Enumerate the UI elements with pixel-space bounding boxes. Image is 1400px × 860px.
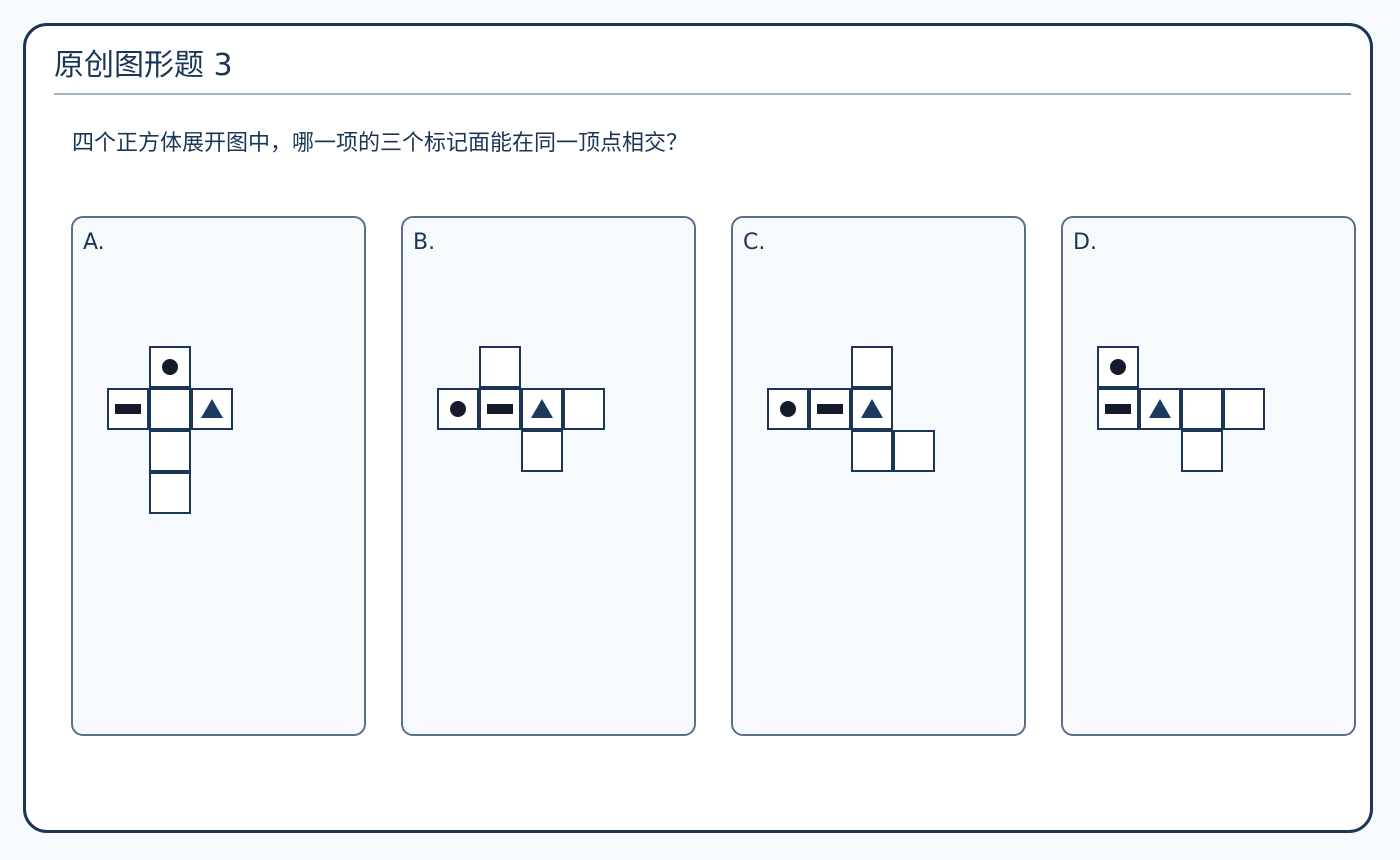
cube-face xyxy=(479,346,521,388)
cube-face xyxy=(479,388,521,430)
question-text: 四个正方体展开图中，哪一项的三个标记面能在同一顶点相交？ xyxy=(72,131,689,156)
cube-face xyxy=(1181,388,1223,430)
triangle-icon xyxy=(201,399,223,418)
option-label: D. xyxy=(1073,230,1097,255)
triangle-icon xyxy=(861,399,883,418)
option-d[interactable]: D. xyxy=(1061,216,1356,736)
page-title: 原创图形题 3 xyxy=(54,48,233,83)
bar-icon xyxy=(115,404,141,414)
cube-face xyxy=(1223,388,1265,430)
option-label: B. xyxy=(413,230,436,255)
cube-face xyxy=(437,388,479,430)
cube-face xyxy=(851,346,893,388)
cube-face xyxy=(107,388,149,430)
dot-icon xyxy=(780,401,796,417)
cube-face xyxy=(1181,430,1223,472)
cube-face xyxy=(1139,388,1181,430)
cube-face xyxy=(521,388,563,430)
cube-face xyxy=(1097,388,1139,430)
cube-face xyxy=(149,388,191,430)
title-divider xyxy=(54,93,1351,95)
cube-face xyxy=(521,430,563,472)
triangle-icon xyxy=(1149,399,1171,418)
cube-face xyxy=(1097,346,1139,388)
cube-face xyxy=(851,388,893,430)
cube-face xyxy=(809,388,851,430)
cube-face xyxy=(149,346,191,388)
cube-face xyxy=(851,430,893,472)
dot-icon xyxy=(162,359,178,375)
option-a[interactable]: A. xyxy=(71,216,366,736)
option-label: C. xyxy=(743,230,766,255)
cube-face xyxy=(767,388,809,430)
bar-icon xyxy=(1105,404,1131,414)
cube-face xyxy=(149,472,191,514)
option-c[interactable]: C. xyxy=(731,216,1026,736)
cube-face xyxy=(191,388,233,430)
dot-icon xyxy=(1110,359,1126,375)
option-b[interactable]: B. xyxy=(401,216,696,736)
bar-icon xyxy=(487,404,513,414)
cube-face xyxy=(893,430,935,472)
bar-icon xyxy=(817,404,843,414)
cube-face xyxy=(149,430,191,472)
cube-face xyxy=(563,388,605,430)
dot-icon xyxy=(450,401,466,417)
question-card: 原创图形题 3 四个正方体展开图中，哪一项的三个标记面能在同一顶点相交？ A. … xyxy=(23,23,1373,833)
triangle-icon xyxy=(531,399,553,418)
option-label: A. xyxy=(83,230,105,255)
